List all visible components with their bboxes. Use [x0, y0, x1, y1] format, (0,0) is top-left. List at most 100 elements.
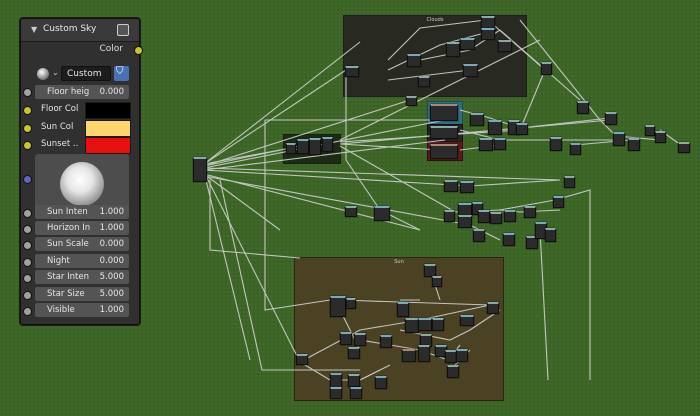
node-sun-27[interactable] [447, 365, 459, 378]
node-sun-10[interactable] [432, 318, 444, 331]
node-clouds-2[interactable] [407, 54, 421, 67]
node-top-1[interactable] [406, 96, 417, 106]
node-mid-9[interactable] [577, 101, 589, 114]
node-clouds-4[interactable] [460, 38, 475, 50]
node-row2-11[interactable] [490, 212, 502, 224]
node-mid-7[interactable] [550, 137, 562, 151]
node-row2-15[interactable] [473, 229, 485, 242]
node-mid-12[interactable] [628, 138, 640, 151]
socket-visible[interactable] [23, 307, 32, 316]
node-clouds-9[interactable] [418, 76, 430, 87]
node-sun-25[interactable] [330, 387, 342, 399]
field-star-intensity[interactable]: Star Inten 5.000 [35, 270, 129, 284]
socket-star-intensity[interactable] [23, 274, 32, 283]
node-clouds-1[interactable] [345, 66, 359, 77]
node-sun-2[interactable] [432, 276, 442, 287]
node-clouds-7[interactable] [498, 40, 512, 52]
node-sun-21[interactable] [296, 354, 308, 365]
node-header[interactable]: ▼ Custom Sky [21, 19, 139, 42]
socket-night[interactable] [23, 258, 32, 267]
node-row2-17[interactable] [526, 236, 538, 249]
field-star-size[interactable]: Star Size 5.000 [35, 287, 129, 301]
socket-star-size[interactable] [23, 291, 32, 300]
node-row2-14[interactable] [553, 196, 564, 208]
node-sun-7[interactable] [460, 315, 474, 326]
node-mid-10[interactable] [605, 112, 617, 125]
field-horizon-intensity[interactable]: Horizon In 1.000 [35, 221, 129, 235]
node-row2-8[interactable] [458, 215, 472, 228]
field-visible[interactable]: Visible 1.000 [35, 303, 129, 317]
fake-user-shield-icon[interactable]: ⛉ [114, 66, 129, 81]
node-row2-4[interactable] [345, 206, 357, 217]
output-color-socket[interactable] [134, 46, 143, 55]
direction-sphere[interactable] [60, 162, 104, 206]
node-sun-11[interactable] [340, 332, 352, 345]
node-sun-16[interactable] [418, 345, 430, 362]
socket-floor-color[interactable] [23, 106, 32, 115]
node-dark-3[interactable] [309, 138, 321, 155]
node-mid-5[interactable] [479, 138, 493, 151]
node-out-2[interactable] [655, 131, 666, 143]
node-group-icon[interactable] [117, 24, 129, 36]
node-out-1[interactable] [645, 125, 655, 136]
node-mid-2[interactable] [488, 120, 502, 135]
node-clouds-10[interactable] [541, 62, 552, 75]
node-clouds-6[interactable] [481, 28, 495, 40]
socket-sun-color[interactable] [23, 124, 32, 133]
node-clouds-8[interactable] [463, 64, 478, 77]
node-row2-16[interactable] [503, 233, 515, 246]
node-sun-13[interactable] [380, 335, 392, 348]
field-sun-intensity[interactable]: Sun Inten 1.000 [35, 205, 129, 219]
node-dark-1[interactable] [286, 143, 296, 154]
datablock-type-selector[interactable]: ⌄ [35, 66, 67, 82]
frame-sun[interactable]: Sun [294, 257, 504, 401]
node-row2-2[interactable] [460, 181, 474, 193]
field-sun-scale[interactable]: Sun Scale 0.000 [35, 237, 129, 251]
node-clouds-3[interactable] [446, 42, 460, 57]
node-sun-5[interactable] [397, 302, 409, 317]
node-sun-19[interactable] [456, 349, 468, 362]
node-row2-6[interactable] [444, 210, 455, 222]
node-input-reroute[interactable] [193, 157, 207, 182]
node-row2-10[interactable] [478, 210, 490, 223]
node-red-1[interactable] [430, 144, 458, 159]
node-sun-15[interactable] [402, 349, 416, 362]
node-blue-1[interactable] [430, 104, 458, 121]
node-sun-12[interactable] [354, 333, 366, 346]
node-row2-19[interactable] [545, 228, 556, 242]
node-row2-9[interactable] [472, 202, 483, 215]
node-sun-8[interactable] [405, 318, 419, 333]
collapse-chevron-icon[interactable]: ▼ [31, 25, 38, 34]
node-sun-4[interactable] [346, 298, 356, 309]
custom-sky-node[interactable]: ▼ Custom Sky Color ⌄ Custom .. ⛉ Floor h… [20, 18, 143, 325]
node-black-1[interactable] [430, 126, 458, 139]
socket-sun-intensity[interactable] [23, 209, 32, 218]
node-sun-6[interactable] [487, 302, 499, 314]
node-dark-2[interactable] [297, 139, 309, 154]
node-sun-24[interactable] [375, 376, 387, 389]
field-floor-height[interactable]: Floor heig 0.000 [35, 85, 129, 99]
node-mid-11[interactable] [613, 132, 625, 146]
node-mid-4[interactable] [516, 123, 528, 135]
node-sun-23[interactable] [348, 374, 360, 387]
node-row2-3[interactable] [564, 176, 575, 188]
node-sun-3[interactable] [330, 296, 346, 317]
socket-sun-scale[interactable] [23, 241, 32, 250]
node-row2-12[interactable] [504, 210, 516, 222]
node-sun-20[interactable] [348, 347, 360, 359]
node-row2-13[interactable] [524, 206, 536, 218]
node-row2-1[interactable] [444, 180, 458, 192]
node-sun-22[interactable] [330, 373, 342, 388]
socket-floor-height[interactable] [23, 88, 32, 97]
swatch-sun-color[interactable] [85, 120, 131, 137]
socket-horizon-intensity[interactable] [23, 225, 32, 234]
node-mid-8[interactable] [570, 143, 581, 155]
node-row2-5[interactable] [374, 206, 390, 221]
socket-sun-direction[interactable] [23, 175, 32, 184]
node-sun-9[interactable] [418, 318, 432, 331]
node-sun-1[interactable] [424, 264, 436, 277]
node-mid-1[interactable] [470, 113, 484, 126]
frame-clouds[interactable]: Clouds [343, 15, 527, 97]
node-mid-6[interactable] [494, 138, 506, 150]
